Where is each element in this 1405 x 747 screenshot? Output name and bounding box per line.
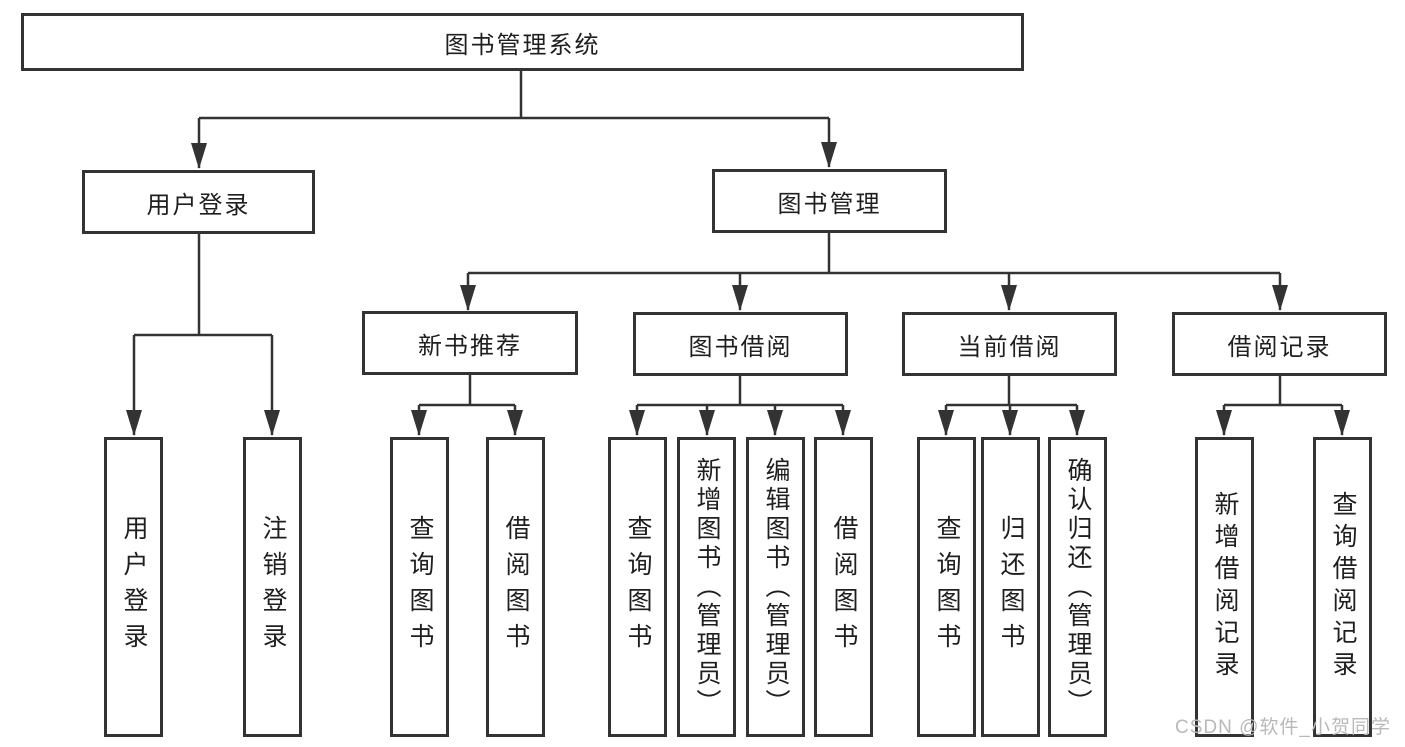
leaf-logout: 注销登录 bbox=[243, 437, 302, 737]
node-new-book-recommend: 新书推荐 bbox=[362, 311, 578, 375]
node-book-management: 图书管理 bbox=[712, 169, 947, 233]
leaf-query-books-1: 查询图书 bbox=[390, 437, 449, 737]
leaf-query-books-3: 查询图书 bbox=[917, 437, 976, 737]
leaf-borrow-books-1: 借阅图书 bbox=[486, 437, 545, 737]
leaf-borrow-books-2: 借阅图书 bbox=[814, 437, 873, 737]
leaf-edit-book-admin: 编辑图书（管理员） bbox=[746, 437, 805, 737]
watermark: CSDN @软件_小贺同学 bbox=[1175, 717, 1391, 738]
leaf-confirm-return-admin: 确认归还（管理员） bbox=[1048, 437, 1107, 737]
node-user-login: 用户登录 bbox=[82, 170, 315, 234]
node-borrowing-records: 借阅记录 bbox=[1172, 312, 1387, 376]
leaf-query-books-2: 查询图书 bbox=[608, 437, 667, 737]
node-book-borrowing: 图书借阅 bbox=[633, 312, 848, 376]
leaf-user-login: 用户登录 bbox=[104, 437, 163, 737]
leaf-add-book-admin: 新增图书（管理员） bbox=[677, 437, 736, 737]
leaf-query-borrow-record: 查询借阅记录 bbox=[1313, 437, 1372, 737]
leaf-return-books: 归还图书 bbox=[981, 437, 1040, 737]
leaf-add-borrow-record: 新增借阅记录 bbox=[1195, 437, 1254, 737]
node-library-system: 图书管理系统 bbox=[21, 13, 1024, 71]
node-current-borrowing: 当前借阅 bbox=[902, 312, 1117, 376]
